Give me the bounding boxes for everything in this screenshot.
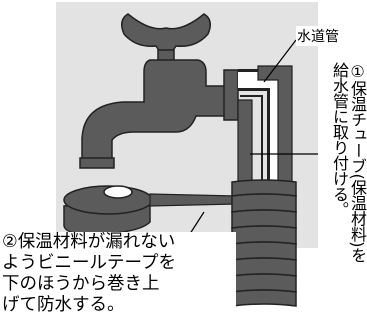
water-pipe-label: 水道管	[296, 26, 340, 46]
step2-caption: ②保温材料が漏れない ようビニールテープを 下のほうから巻き上 げて防水する。	[2, 232, 236, 316]
coupling-nut	[223, 69, 239, 121]
pointer-pipe	[263, 39, 297, 83]
wrapped-tape	[231, 179, 297, 307]
faucet-icon	[79, 13, 227, 169]
tape-roll-icon	[63, 185, 153, 236]
step1-caption: ①保温チューブ(保温材料)を 給水管に取り付ける。	[330, 62, 367, 263]
tape-strip	[149, 193, 237, 207]
